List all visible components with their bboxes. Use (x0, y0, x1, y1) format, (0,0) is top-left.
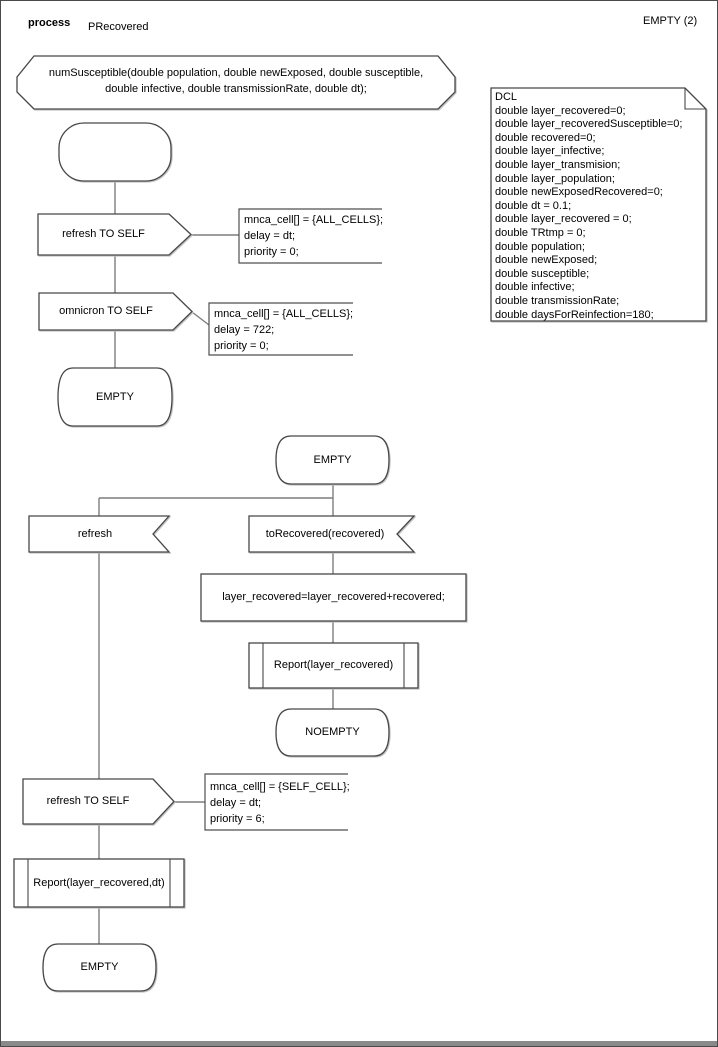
output-omnicron-to-self-shape (38, 292, 193, 331)
procedure-report-dt-label: Report(layer_recovered,dt) (33, 877, 165, 889)
signature-line-1: numSusceptible(double population, double… (48, 67, 424, 79)
procedure-report-label: Report(layer_recovered) (273, 659, 394, 671)
procedure-report-dt-shape (13, 858, 185, 908)
procedure-signature-shape (16, 55, 456, 110)
comment-refresh-text: mnca_cell[] = {ALL_CELLS}; delay = dt; p… (244, 214, 384, 258)
state-empty-3-shape (42, 943, 157, 992)
input-torecovered-shape (248, 515, 416, 553)
input-refresh-label: refresh (77, 528, 113, 540)
comment-omnicron-text: mnca_cell[] = {ALL_CELLS}; delay = 722; … (214, 308, 354, 352)
output-refresh-to-self-shape (37, 213, 192, 256)
comment-symbols (204, 208, 382, 831)
comment-bracket-refresh (238, 208, 382, 264)
procedure-report-sidebars (262, 643, 405, 688)
output-refresh-to-self-label: refresh TO SELF (62, 228, 145, 240)
flow-connectors (98, 181, 334, 944)
page-ref-label: EMPTY (2) (643, 15, 698, 27)
output-refresh-to-self-2-shape (22, 778, 175, 825)
comment-refreshself-text: mnca_cell[] = {SELF_CELL}; delay = dt; p… (210, 781, 350, 825)
dcl-declarations-text: DCL double layer_recovered=0; double lay… (495, 91, 683, 321)
procedure-report-shape (248, 642, 419, 689)
connector-omnicron-comment (191, 311, 210, 326)
state-noempty-shape (275, 708, 390, 757)
procedure-signature-text: numSusceptible(double population, double… (17, 65, 455, 97)
comment-bracket-omnicron (208, 302, 353, 356)
process-name: PRecovered (88, 21, 149, 33)
procedure-report-dt-sidebars (27, 859, 171, 907)
comment-bracket-refreshself (204, 773, 348, 831)
state-noempty-label: NOEMPTY (305, 726, 360, 738)
flow-shapes (13, 55, 707, 992)
signature-line-2: double infective, double transmissionRat… (105, 83, 367, 95)
dcl-note-fold (684, 88, 706, 110)
output-omnicron-to-self-label: omnicron TO SELF (59, 305, 153, 317)
output-refresh-to-self-2-label: refresh TO SELF (46, 795, 130, 807)
input-torecovered-label: toRecovered(recovered) (265, 528, 385, 540)
task-layer-recovered-shape (200, 573, 467, 622)
page-bottom-edge (1, 1041, 717, 1046)
state-empty-2-label: EMPTY (313, 454, 352, 466)
state-empty-1-label: EMPTY (96, 391, 134, 403)
input-refresh-shape (28, 515, 171, 553)
task-layer-recovered-label: layer_recovered=layer_recovered+recovere… (222, 591, 445, 603)
start-symbol (58, 122, 172, 182)
state-empty-3-label: EMPTY (80, 961, 119, 973)
state-empty-2-shape (275, 435, 390, 485)
dcl-note-shape (490, 87, 707, 322)
process-keyword: process (28, 17, 71, 29)
state-empty-1-shape (57, 367, 173, 427)
